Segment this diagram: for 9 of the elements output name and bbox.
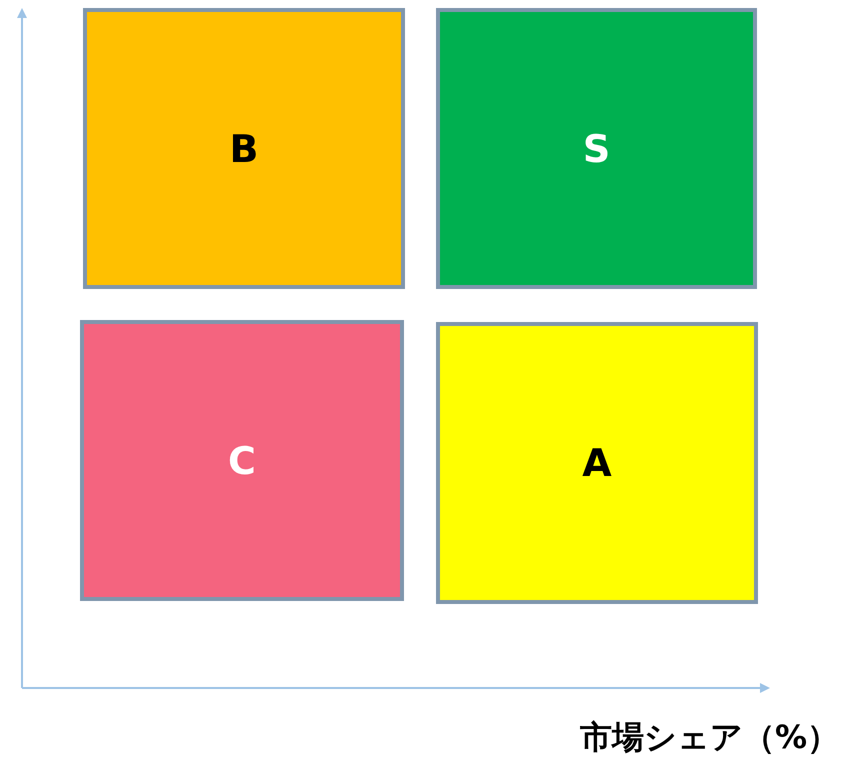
quadrant-box — [436, 8, 757, 289]
axis-title: 市場シェア（%） — [580, 717, 840, 758]
quadrant-label: A — [582, 441, 612, 485]
quadrant-label: S — [582, 126, 610, 170]
quadrant-box — [83, 8, 405, 289]
quadrant-label: C — [228, 438, 256, 482]
quadrant-box — [436, 322, 758, 604]
quadrant-label: B — [230, 126, 258, 170]
quadrant-box — [80, 320, 404, 601]
